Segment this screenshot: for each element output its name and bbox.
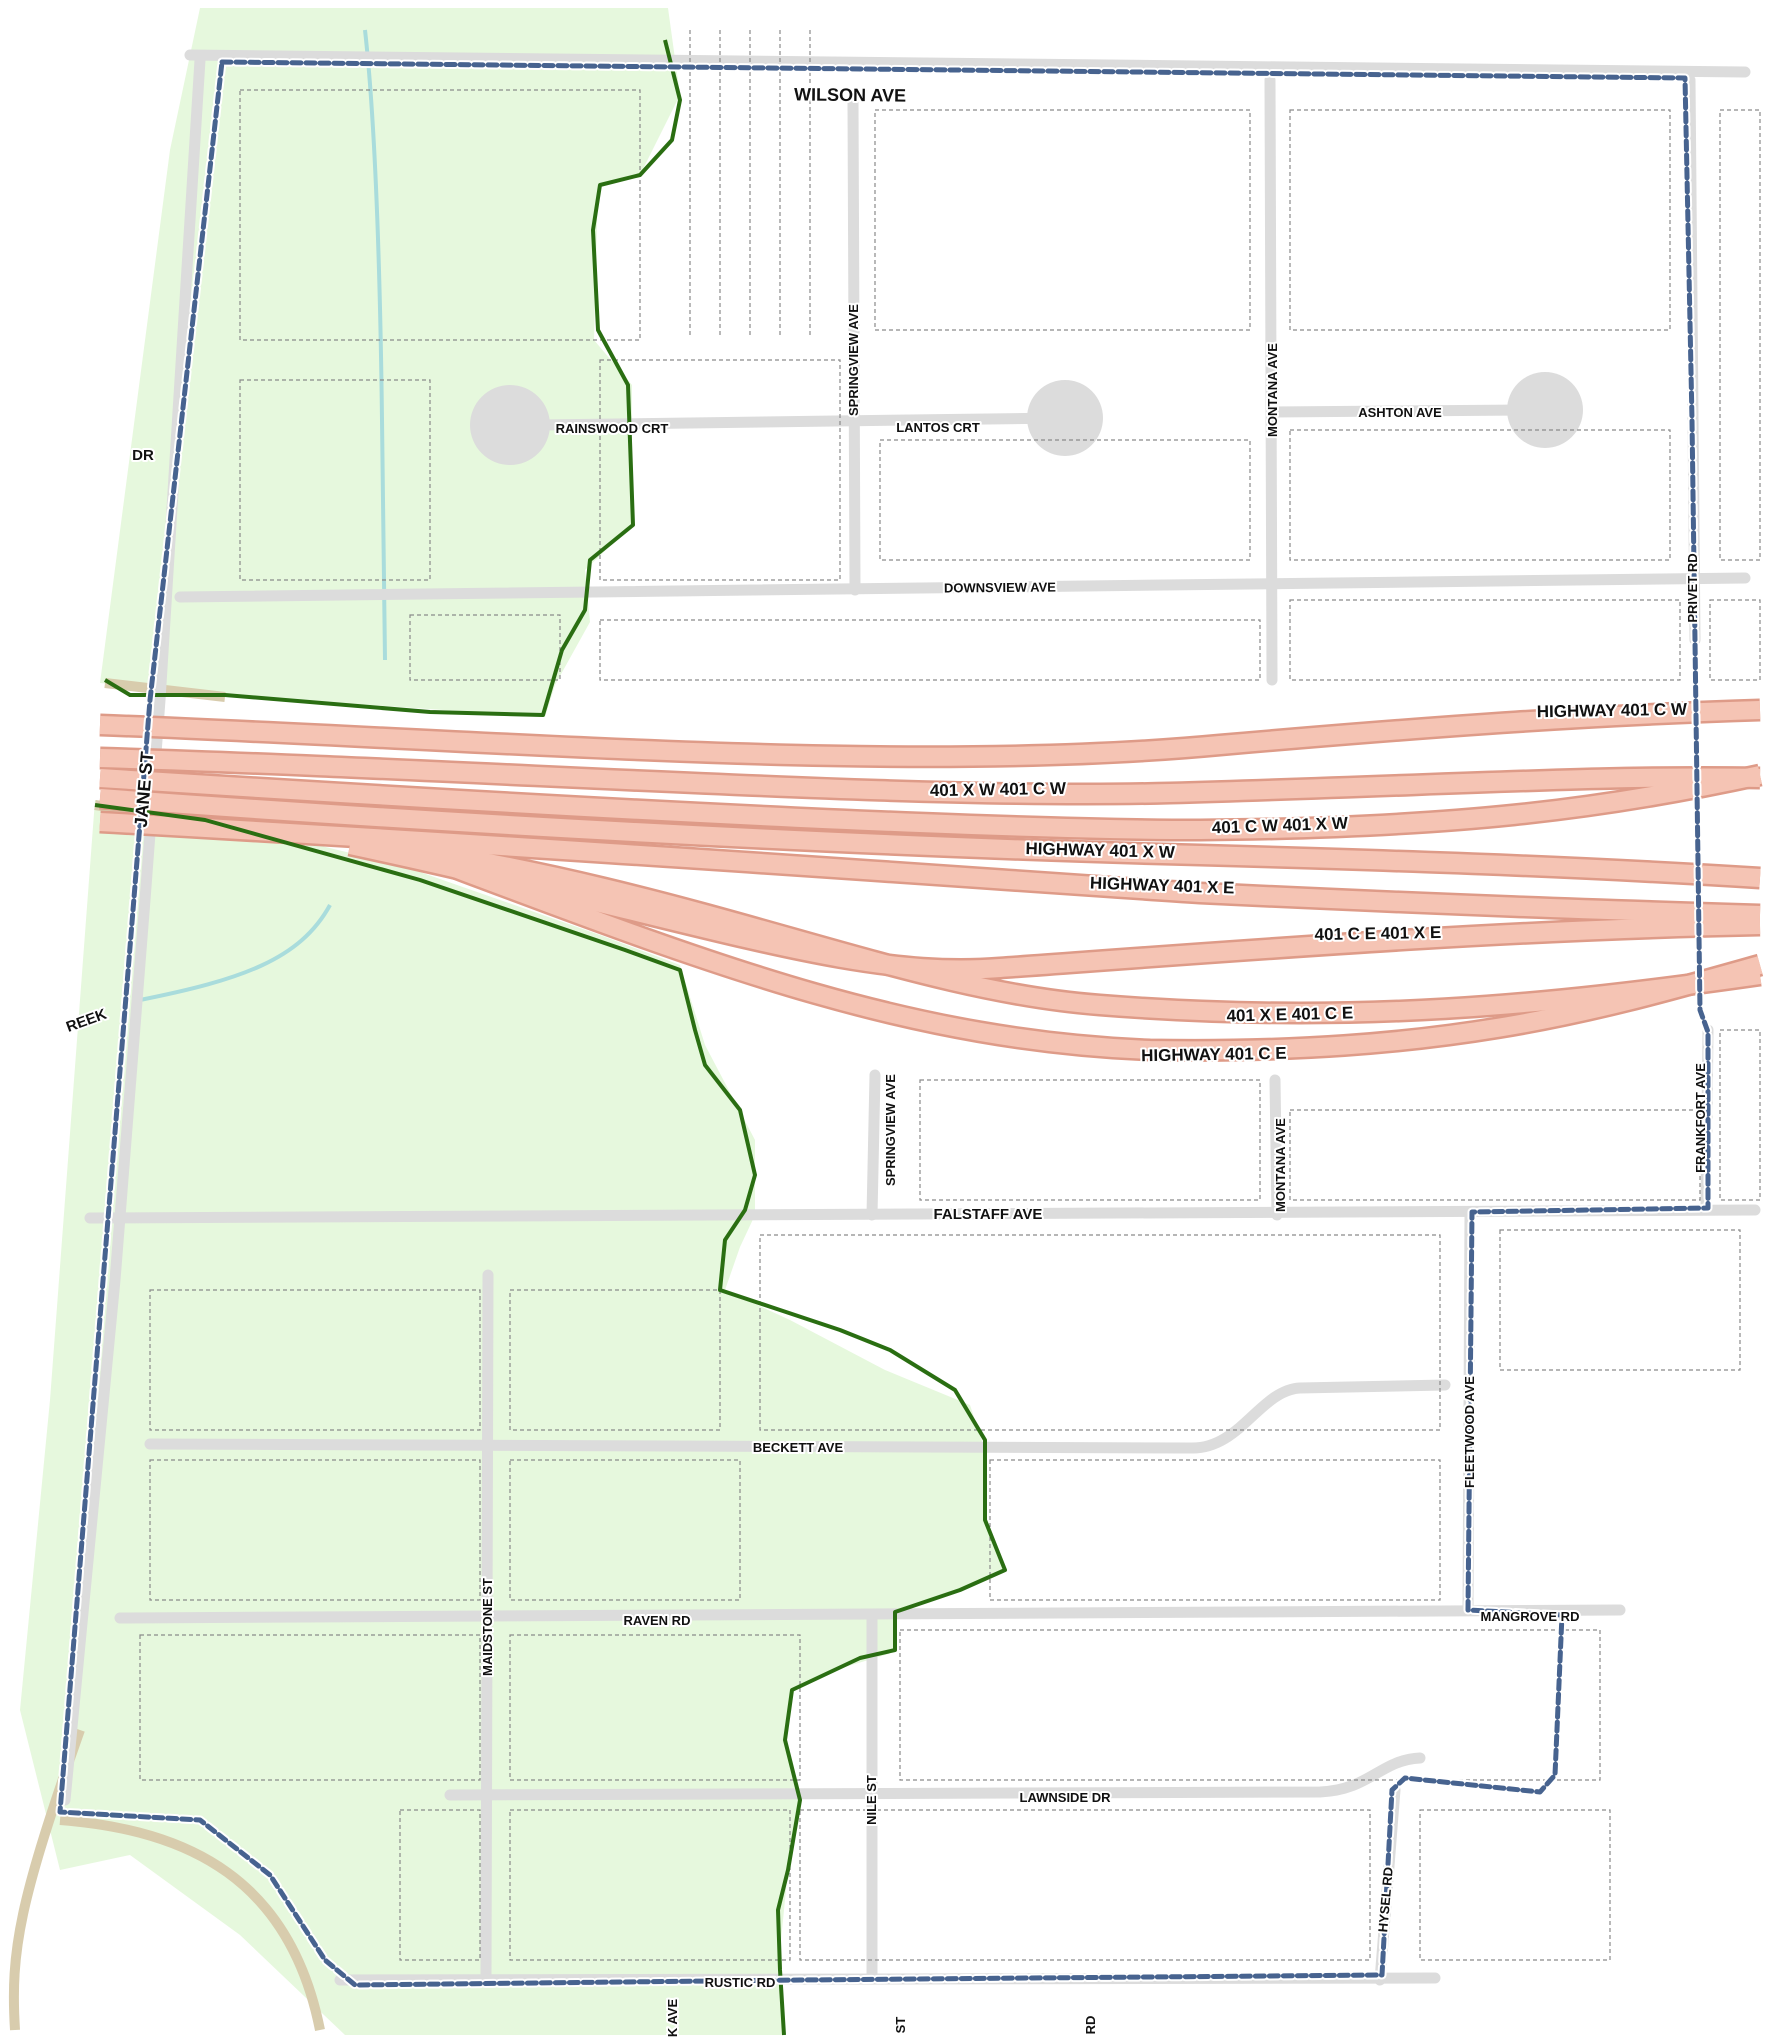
label-rustic-rd: RUSTIC RD: [705, 1975, 776, 1990]
label-hysel-rd: HYSEL RD: [1375, 1866, 1396, 1933]
cul-de-sacs: [470, 372, 1583, 465]
rainswood-bulb: [470, 385, 550, 465]
street-springview-north: [847, 94, 861, 596]
label-springview-ave-south: SPRINGVIEW AVE: [883, 1074, 898, 1186]
label-lantos-crt: LANTOS CRT: [896, 420, 980, 435]
lot-lines: [139, 30, 1761, 1961]
label-highway-401-c-w: HIGHWAY 401 C W: [1537, 700, 1688, 722]
park-boundary-north: [103, 39, 682, 717]
park-boundary-south: [94, 803, 1007, 2036]
label-ashton-ave: ASHTON AVE: [1358, 405, 1442, 420]
label-fleetwood-ave: FLEETWOOD AVE: [1462, 1376, 1477, 1488]
creek: [139, 29, 387, 1002]
label-401-xw-401-cw: 401 X W 401 C W: [930, 779, 1067, 800]
street-rainswood-lantos: [534, 412, 1066, 431]
label-frankfort-ave: FRANKFORT AVE: [1693, 1063, 1708, 1173]
creek-north: [363, 29, 387, 661]
label-falstaff-ave: FALSTAFF AVE: [934, 1206, 1043, 1223]
creek-south: [139, 904, 332, 1002]
lots-east: [1709, 109, 1761, 1201]
ashton-bulb: [1507, 372, 1583, 448]
label-lawnside-dr: LAWNSIDE DR: [1020, 1790, 1112, 1805]
park-boundary: [94, 39, 1007, 2036]
study-boundary-line: [57, 59, 1711, 1988]
label-maidstone-st: MAIDSTONE ST: [480, 1578, 495, 1676]
park-south: [20, 800, 1005, 2035]
lantos-bulb: [1027, 380, 1103, 456]
rail-sw-curve: [59, 1815, 325, 2031]
hwy-401-cw-xw: [99, 766, 1762, 840]
label-privet-rd: PRIVET RD: [1685, 553, 1700, 622]
label-rd-partial: RD: [1083, 2016, 1098, 2035]
label-dr-partial: DR: [132, 447, 154, 464]
label-nile-st: NILE ST: [864, 1775, 879, 1825]
label-montana-ave-south: MONTANA AVE: [1273, 1118, 1288, 1212]
label-montana-ave-north: MONTANA AVE: [1265, 343, 1280, 437]
hwy-401-xw-cw: [99, 749, 1761, 804]
label-401-xe-401-ce: 401 X E 401 C E: [1226, 1003, 1353, 1025]
label-springview-ave-north: SPRINGVIEW AVE: [846, 304, 861, 416]
label-highway-401-x-w: HIGHWAY 401 X W: [1025, 839, 1176, 862]
label-beckett-ave: BECKETT AVE: [753, 1440, 844, 1455]
label-raven-rd: RAVEN RD: [624, 1613, 691, 1628]
label-rainswood-crt: RAINSWOOD CRT: [556, 421, 669, 436]
label-wilson-ave: WILSON AVE: [794, 84, 906, 105]
hwy-401-ce: [416, 846, 1763, 1060]
label-st-partial: ST: [893, 2017, 908, 2034]
street-ashton: [1266, 404, 1531, 418]
label-mangrove-rd: MANGROVE RD: [1481, 1609, 1580, 1624]
lots-block-a: [599, 30, 1741, 1961]
highway-401: [99, 698, 1764, 1062]
label-highway-401-c-e: HIGHWAY 401 C E: [1141, 1044, 1287, 1066]
street-beckett: [144, 1379, 1451, 1454]
hwy-401-xe: [99, 813, 1761, 924]
hwy-401-ce-xe: [348, 836, 1761, 979]
label-k-ave-partial: K AVE: [665, 1999, 680, 2038]
label-downsview-ave: DOWNSVIEW AVE: [944, 580, 1056, 596]
park-area: [20, 8, 1005, 2035]
street-lawnside: [444, 1752, 1426, 1801]
label-401-ce-401-xe: 401 C E 401 X E: [1314, 923, 1441, 944]
street-montana-south: [1269, 1074, 1283, 1221]
street-springview-south: [866, 1069, 881, 1221]
lots-park-side: [139, 89, 801, 1961]
street-maidstone: [480, 1269, 494, 1981]
study-boundary: [55, 57, 1713, 1990]
street-labels: WILSON AVE JANE ST DR REEK RAINSWOOD CRT…: [62, 82, 1710, 2039]
street-downsview: [174, 572, 1751, 603]
highway-labels: HIGHWAY 401 C W 401 X W 401 C W 401 C W …: [928, 698, 1690, 1068]
hwy-401-c-w: [99, 701, 1761, 766]
highway-fills: [99, 701, 1763, 1060]
park-north: [100, 8, 680, 717]
street-wilson: [184, 49, 1751, 78]
hwy-401-xw: [99, 789, 1761, 887]
hwy-401-xe-ce: [378, 836, 1762, 1023]
